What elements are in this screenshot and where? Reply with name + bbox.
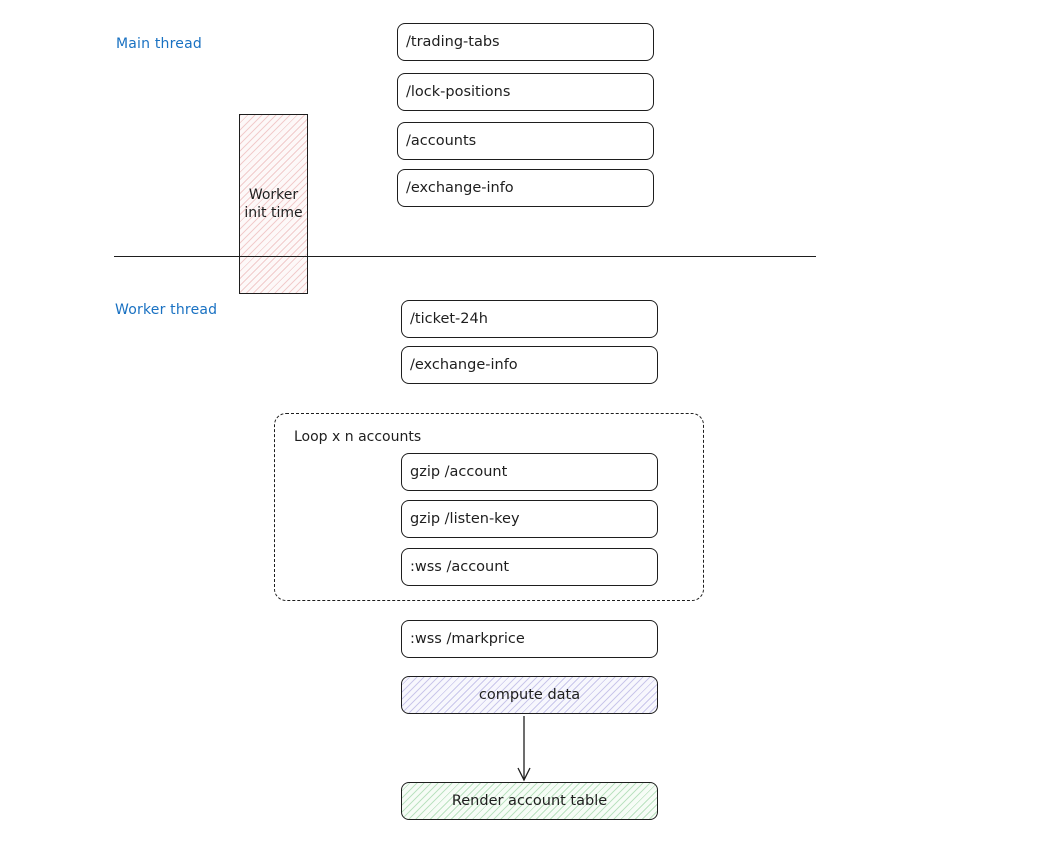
thread-divider <box>114 256 816 257</box>
request-exchange-info-main: /exchange-info <box>397 169 654 207</box>
compute-data-box: compute data <box>401 676 658 714</box>
main-thread-label: Main thread <box>116 36 202 52</box>
loop-frame <box>274 413 704 601</box>
worker-thread-label: Worker thread <box>115 302 218 318</box>
request-exchange-info-worker: /exchange-info <box>401 346 658 384</box>
request-wss-markprice: :wss /markprice <box>401 620 658 658</box>
request-accounts: /accounts <box>397 122 654 160</box>
worker-init-time-block: Worker init time <box>239 114 308 294</box>
request-lock-positions: /lock-positions <box>397 73 654 111</box>
render-account-table-box: Render account table <box>401 782 658 820</box>
loop-label: Loop x n accounts <box>294 429 422 445</box>
loop-step-wss-account: :wss /account <box>401 548 658 586</box>
request-trading-tabs: /trading-tabs <box>397 23 654 61</box>
request-ticket-24h: /ticket-24h <box>401 300 658 338</box>
loop-step-gzip-listen-key: gzip /listen-key <box>401 500 658 538</box>
loop-step-gzip-account: gzip /account <box>401 453 658 491</box>
